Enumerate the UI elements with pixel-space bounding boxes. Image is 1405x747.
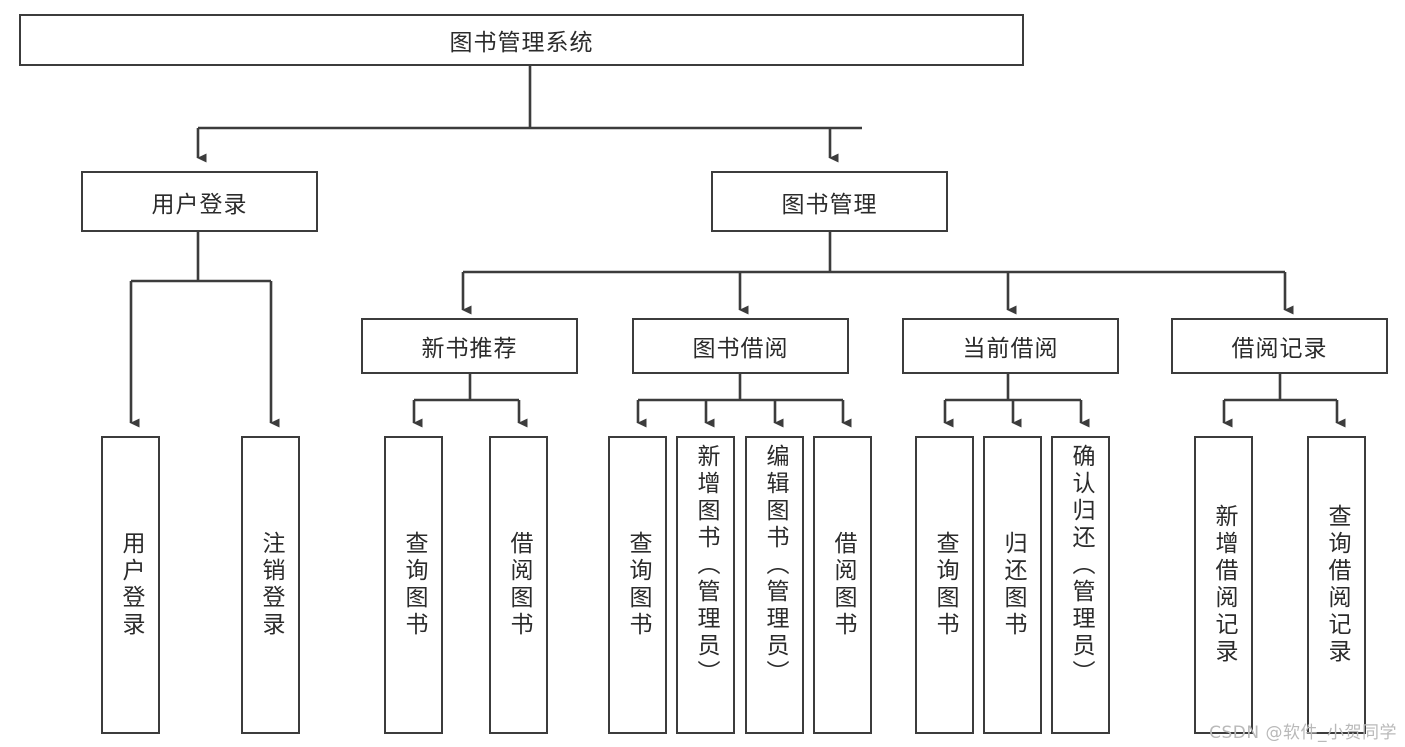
leaf-query-book-recommend[interactable]: 查询图书	[384, 436, 443, 734]
node-book-borrow[interactable]: 图书借阅	[632, 318, 849, 374]
leaf-query-book-borrow[interactable]: 查询图书	[608, 436, 667, 734]
leaf-borrow-book-recommend[interactable]: 借阅图书	[489, 436, 548, 734]
leaf-return-book[interactable]: 归还图书	[983, 436, 1042, 734]
watermark-text: CSDN @软件_小贺同学	[1209, 723, 1397, 743]
node-root-system[interactable]: 图书管理系统	[19, 14, 1024, 66]
leaf-query-book-current[interactable]: 查询图书	[915, 436, 974, 734]
leaf-add-borrow-record[interactable]: 新增借阅记录	[1194, 436, 1253, 734]
leaf-confirm-return-admin[interactable]: 确认归还（管理员）	[1051, 436, 1110, 734]
leaf-add-book-admin[interactable]: 新增图书（管理员）	[676, 436, 735, 734]
leaf-logout[interactable]: 注销登录	[241, 436, 300, 734]
node-new-book-recommend[interactable]: 新书推荐	[361, 318, 578, 374]
leaf-borrow-book[interactable]: 借阅图书	[813, 436, 872, 734]
node-book-management[interactable]: 图书管理	[711, 171, 948, 232]
node-current-borrow[interactable]: 当前借阅	[902, 318, 1119, 374]
leaf-user-login[interactable]: 用户登录	[101, 436, 160, 734]
leaf-edit-book-admin[interactable]: 编辑图书（管理员）	[745, 436, 804, 734]
node-borrow-record[interactable]: 借阅记录	[1171, 318, 1388, 374]
leaf-query-borrow-record[interactable]: 查询借阅记录	[1307, 436, 1366, 734]
node-user-login[interactable]: 用户登录	[81, 171, 318, 232]
